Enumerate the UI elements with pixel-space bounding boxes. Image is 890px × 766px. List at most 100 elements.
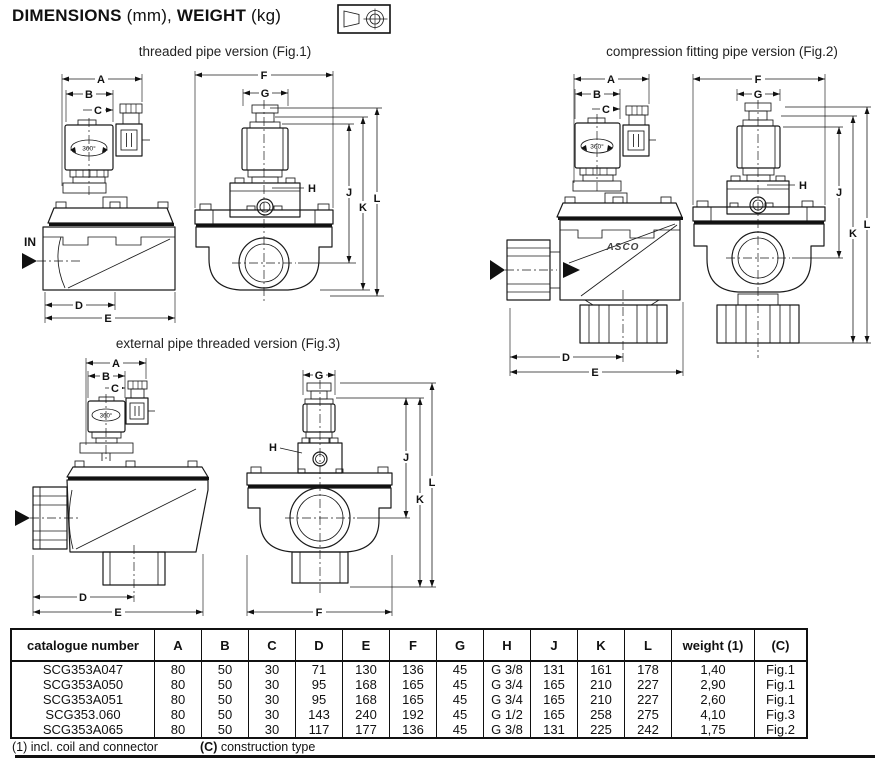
fig2-flow-arrow bbox=[490, 260, 505, 280]
fig2-dim-label-c: C bbox=[602, 104, 610, 116]
dimension-cell: 30 bbox=[248, 722, 296, 738]
column-header-l: L bbox=[624, 628, 672, 662]
dimension-cell: 50 bbox=[201, 677, 249, 692]
title-weight: WEIGHT bbox=[176, 6, 247, 25]
fig2-dim-label-d: D bbox=[562, 352, 570, 364]
dimension-cell: 258 bbox=[577, 707, 625, 722]
fig1-caption: threaded pipe version (Fig.1) bbox=[138, 44, 312, 59]
dimension-cell: 131 bbox=[530, 722, 578, 738]
dimension-cell: 117 bbox=[295, 722, 343, 738]
fig1-dim-label-b: B bbox=[85, 89, 93, 101]
dimension-cell: Fig.2 bbox=[754, 722, 808, 738]
dimension-cell: 240 bbox=[342, 707, 390, 722]
catalogue-number-cell: SCG353A051 bbox=[10, 692, 155, 707]
dimension-cell: 95 bbox=[295, 692, 343, 707]
dimension-cell: 30 bbox=[248, 692, 296, 707]
fig2-flow-arrow-inner bbox=[563, 262, 580, 278]
fig2-caption: compression fitting pipe version (Fig.2) bbox=[606, 44, 838, 59]
dimension-cell: G 3/4 bbox=[483, 692, 531, 707]
dimension-cell: 242 bbox=[624, 722, 672, 738]
dimension-cell: 136 bbox=[389, 661, 437, 677]
fig2-front-view: F G H bbox=[692, 73, 873, 358]
fig2-dim-label-l: L bbox=[864, 219, 871, 231]
fig2-compression-nut-outlet bbox=[579, 304, 668, 344]
dimension-cell: 80 bbox=[154, 661, 202, 677]
dimension-cell: 50 bbox=[201, 661, 249, 677]
column-header-e: E bbox=[342, 628, 390, 662]
fig2-dim-label-f: F bbox=[755, 74, 762, 86]
fig1-dim-label-f: F bbox=[261, 70, 268, 82]
dimension-cell: 1,40 bbox=[671, 661, 755, 677]
fig1-dim-label-e: E bbox=[104, 313, 111, 325]
dimension-cell: 50 bbox=[201, 707, 249, 722]
dimension-cell: 168 bbox=[342, 677, 390, 692]
fig2-side-view: A B C 360° bbox=[490, 73, 684, 379]
fig1-rotation-label: 360° bbox=[82, 145, 96, 153]
catalogue-number-cell: SCG353A065 bbox=[10, 722, 155, 738]
dimension-cell: 275 bbox=[624, 707, 672, 722]
fig1-side-view: A B C 360° bbox=[22, 73, 176, 325]
column-header-c: (C) bbox=[754, 628, 808, 662]
dimension-cell: 165 bbox=[530, 707, 578, 722]
column-header-j: J bbox=[530, 628, 578, 662]
dimension-cell: 161 bbox=[577, 661, 625, 677]
fig3-dim-label-a: A bbox=[112, 358, 120, 370]
fig1-connector bbox=[115, 103, 150, 157]
column-header-catalogue-number: catalogue number bbox=[10, 628, 155, 662]
dimension-cell: 80 bbox=[154, 722, 202, 738]
title-dimensions: DIMENSIONS bbox=[12, 6, 122, 25]
fig3-dim-label-l: L bbox=[429, 477, 436, 489]
dimension-cell: 165 bbox=[530, 692, 578, 707]
dimension-cell: 136 bbox=[389, 722, 437, 738]
dimension-cell: 45 bbox=[436, 661, 484, 677]
title-weight-unit: (kg) bbox=[246, 6, 282, 25]
dimension-cell: 45 bbox=[436, 692, 484, 707]
footnote-construction-text: construction type bbox=[217, 740, 316, 754]
dimension-cell: 210 bbox=[577, 692, 625, 707]
column-header-f: F bbox=[389, 628, 437, 662]
fig3-dim-label-h: H bbox=[269, 442, 277, 454]
dimension-cell: G 1/2 bbox=[483, 707, 531, 722]
fig1-flow-arrow bbox=[22, 253, 37, 269]
dimension-cell: 143 bbox=[295, 707, 343, 722]
dimension-cell: 1,75 bbox=[671, 722, 755, 738]
dimension-cell: 165 bbox=[389, 677, 437, 692]
bottom-rule bbox=[15, 755, 875, 758]
fig3-dim-label-d: D bbox=[79, 592, 87, 604]
dimension-cell: Fig.1 bbox=[754, 677, 808, 692]
dimension-cell: 50 bbox=[201, 692, 249, 707]
dimension-cell: 210 bbox=[577, 677, 625, 692]
dimension-cell: 80 bbox=[154, 692, 202, 707]
dimension-cell: Fig.3 bbox=[754, 707, 808, 722]
dimension-cell: 130 bbox=[342, 661, 390, 677]
dimension-cell: 131 bbox=[530, 661, 578, 677]
dimension-cell: 227 bbox=[624, 692, 672, 707]
dimension-cell: G 3/8 bbox=[483, 722, 531, 738]
dimension-cell: 30 bbox=[248, 677, 296, 692]
frustum-icon bbox=[343, 10, 360, 28]
fig1-dim-label-j: J bbox=[346, 187, 352, 199]
fig2-dim-label-k: K bbox=[849, 228, 857, 240]
dimension-cell: 80 bbox=[154, 707, 202, 722]
dimension-cell: 225 bbox=[577, 722, 625, 738]
dimension-cell: 95 bbox=[295, 677, 343, 692]
dimension-cell: G 3/4 bbox=[483, 677, 531, 692]
fig1-front-view: F G H bbox=[194, 69, 384, 302]
fig3-dim-label-e: E bbox=[114, 607, 121, 619]
fig3-dim-label-c: C bbox=[111, 383, 119, 395]
fig1-drawing: A B C 360° bbox=[22, 69, 384, 325]
fig1-flow-label: IN bbox=[24, 235, 36, 249]
fig3-caption: external pipe threaded version (Fig.3) bbox=[115, 336, 341, 351]
dimension-cell: 30 bbox=[248, 707, 296, 722]
dimension-cell: 50 bbox=[201, 722, 249, 738]
footnote-coil: (1) incl. coil and connector bbox=[12, 740, 158, 754]
fig2-brand-logo: ASCO bbox=[606, 242, 640, 253]
catalogue-number-cell: SCG353A047 bbox=[10, 661, 155, 677]
